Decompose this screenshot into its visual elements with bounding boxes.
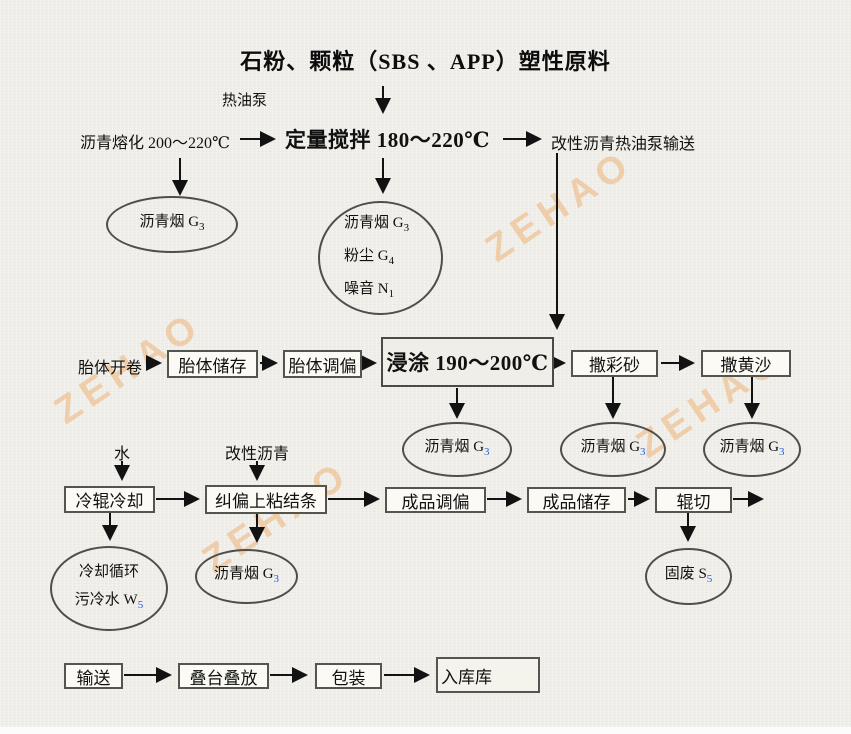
box-product-storage: 成品储存: [527, 487, 626, 513]
oval-subscript: 1: [388, 287, 395, 300]
bottom-edge: [0, 727, 851, 734]
box-correction-bonding-strip: 纠偏上粘结条: [205, 485, 327, 514]
box-label: 胎体储存: [178, 356, 247, 376]
box-packaging: 包装: [315, 663, 382, 689]
label-modified-asphalt-transport: 改性沥青热油泵输送: [551, 136, 696, 153]
label-base-unrolling: 胎体开卷: [78, 360, 143, 377]
oval-text: 冷却循环: [78, 564, 139, 580]
oval-text: 沥青烟 G: [719, 439, 780, 455]
oval-text: 沥青烟 G: [213, 566, 274, 582]
label-quantitative-mixing: 定量搅拌 180～220℃: [285, 128, 490, 152]
oval-text: 固废 S: [664, 566, 707, 582]
box-conveying: 输送: [64, 663, 123, 689]
box-warehousing: 入库库: [436, 657, 540, 693]
oval-solid-waste: 固废 S5: [645, 548, 732, 605]
oval-text: 粉尘 G: [344, 247, 389, 264]
box-label: 成品调偏: [401, 492, 470, 512]
box-label: 入库库: [441, 667, 492, 687]
label-hot-oil-pump: 热油泵: [222, 93, 268, 109]
box-base-storage: 胎体储存: [167, 350, 258, 378]
oval-subscript: 3: [779, 446, 785, 458]
box-label: 叠台叠放: [189, 668, 258, 688]
label-asphalt-melting: 沥青熔化 200～220℃: [80, 135, 230, 152]
oval-subscript: 3: [484, 446, 490, 458]
oval-subscript: 3: [199, 221, 205, 233]
box-label: 成品储存: [542, 492, 611, 512]
oval-subscript: 3: [640, 446, 646, 458]
oval-subscript: 5: [706, 573, 713, 585]
oval-mixing-emissions: 沥青烟 G3 粉尘 G4 噪音 N1: [318, 201, 443, 315]
box-yellow-sand: 撒黄沙: [701, 350, 791, 377]
oval-text: 沥青烟 G: [580, 439, 641, 455]
box-label: 浸涂 190～200℃: [386, 351, 549, 375]
box-label: 撒彩砂: [589, 356, 640, 375]
oval-text: 沥青烟 G: [139, 214, 200, 230]
oval-asphalt-smoke-bonding: 沥青烟 G3: [195, 549, 298, 604]
box-label: 辊切: [676, 492, 711, 512]
box-cold-roller-cooling: 冷辊冷却: [64, 486, 155, 513]
box-base-alignment: 胎体调偏: [283, 350, 362, 378]
oval-asphalt-smoke-yellow-sand: 沥青烟 G3: [703, 422, 801, 477]
oval-text: 沥青烟 G: [344, 214, 404, 231]
box-label: 包装: [331, 668, 366, 688]
box-stacking: 叠台叠放: [178, 663, 269, 689]
box-label: 输送: [76, 668, 111, 688]
box-label: 纠偏上粘结条: [215, 492, 317, 511]
box-product-alignment: 成品调偏: [385, 487, 486, 513]
oval-text: 沥青烟 G: [424, 439, 485, 455]
box-colored-sand: 撒彩砂: [571, 350, 658, 377]
diagram-title: 石粉、颗粒（SBS 、APP）塑性原料: [240, 49, 611, 74]
oval-subscript: 3: [403, 221, 410, 234]
oval-subscript: 5: [137, 599, 144, 611]
oval-subscript: 3: [273, 573, 280, 585]
box-label: 胎体调偏: [288, 356, 357, 376]
box-label: 撒黄沙: [720, 356, 772, 375]
oval-text: 噪音 N: [344, 280, 389, 297]
oval-asphalt-smoke-colored-sand: 沥青烟 G3: [560, 422, 666, 477]
oval-text: 污冷水 W: [74, 592, 138, 608]
label-modified-asphalt: 改性沥青: [225, 446, 290, 463]
oval-asphalt-smoke-dip: 沥青烟 G3: [402, 422, 512, 477]
box-label: 冷辊冷却: [75, 492, 144, 511]
oval-subscript: 4: [388, 254, 395, 267]
label-water: 水: [114, 446, 131, 463]
box-roller-cutting: 辊切: [655, 487, 732, 513]
oval-cooling-circulation-water: 冷却循环 污冷水 W5: [50, 546, 168, 631]
oval-asphalt-smoke-melting: 沥青烟 G3: [106, 196, 238, 253]
box-dip-coating: 浸涂 190～200℃: [381, 337, 554, 387]
